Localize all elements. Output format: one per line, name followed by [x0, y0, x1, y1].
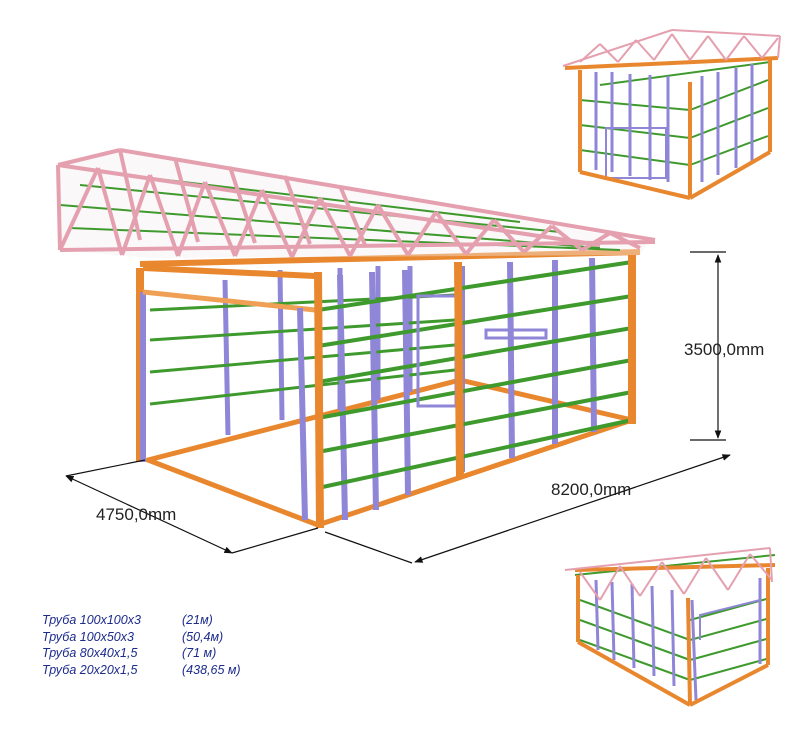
legend-pipe-amount: (438,65 м) [182, 662, 241, 677]
height-dimension-line [690, 251, 726, 441]
side-wall [139, 249, 641, 529]
legend-pipe-amount: (21м) [182, 613, 213, 627]
height-dimension-label: 3500,0mm [684, 340, 765, 359]
roof-trusses [56, 148, 656, 258]
width-dimension-label: 4750,0mm [96, 505, 177, 524]
legend-pipe-name: Труба 80х40х1,5 [42, 646, 138, 660]
legend-row: Труба 20х20х1,5 (438,65 м) [42, 662, 302, 679]
length-dimension-line [324, 454, 731, 564]
main-building-frame [56, 148, 656, 529]
top-right-view [562, 29, 781, 200]
door-opening [605, 127, 667, 179]
legend-row: Труба 80х40х1,5 (71 м) [42, 645, 302, 662]
materials-legend: Труба 100х100х3 (21м) Труба 100х50х3 (50… [42, 612, 302, 678]
legend-row: Труба 100х50х3 (50,4м) [42, 629, 302, 646]
width-dimension-line [65, 459, 319, 554]
legend-row: Труба 100х100х3 (21м) [42, 612, 302, 629]
length-dimension-label: 8200,0mm [551, 480, 632, 499]
legend-pipe-amount: (50,4м) [182, 629, 224, 644]
legend-pipe-name: Труба 20х20х1,5 [42, 662, 138, 677]
legend-pipe-name: Труба 100х50х3 [42, 629, 134, 644]
base-beams [145, 377, 635, 528]
legend-pipe-name: Труба 100х100х3 [42, 613, 141, 627]
bottom-right-view [564, 547, 776, 707]
legend-pipe-amount: (71 м) [182, 646, 217, 660]
door-opening [699, 598, 761, 664]
left-wall [136, 265, 316, 521]
